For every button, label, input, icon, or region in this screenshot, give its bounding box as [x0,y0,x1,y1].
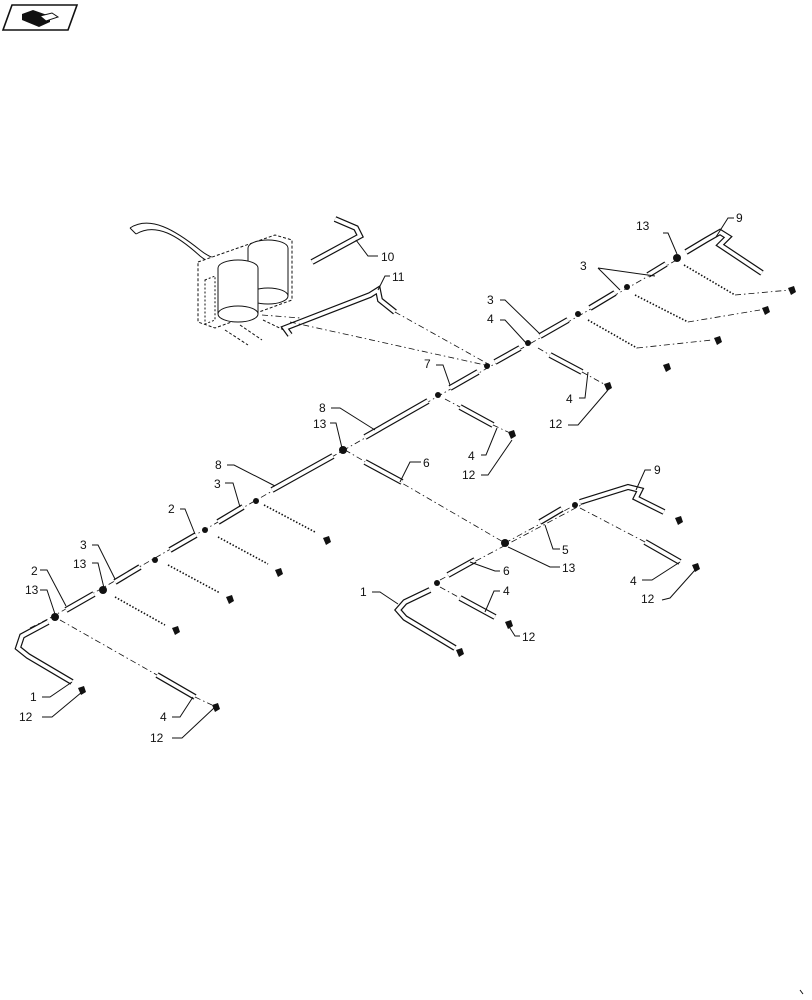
callout-6: 6 [423,456,430,470]
tube-10 [310,216,364,265]
tube-5 [538,506,564,525]
callout-9: 9 [736,211,743,225]
dotted-drop-hoses [114,264,791,626]
callout-13: 13 [73,557,87,571]
tube-11 [280,285,397,337]
callout-12: 12 [522,630,536,644]
callout-3: 3 [214,477,221,491]
tube-9-upper [684,228,764,276]
callout-12: 12 [641,592,655,606]
callout-12: 12 [462,468,476,482]
callout-13: 13 [313,417,327,431]
side-tubes [59,347,682,706]
callout-1: 1 [360,585,367,599]
callout-4: 4 [566,392,573,406]
callout-13: 13 [25,583,39,597]
callout-2: 2 [31,564,38,578]
callout-3: 3 [487,293,494,307]
callout-13: 13 [636,219,650,233]
callout-9: 9 [654,463,661,477]
callout-10: 10 [381,250,395,264]
callout-6: 6 [503,564,510,578]
callout-13: 13 [562,561,576,575]
callout-12: 12 [150,731,164,745]
tube-1-left [14,619,74,685]
callout-5: 5 [562,543,569,557]
callout-12: 12 [19,710,33,724]
callout-4: 4 [160,710,167,724]
callout-7: 7 [424,357,431,371]
tube-9-lower [579,483,666,515]
callout-3: 3 [580,259,587,273]
callout-12: 12 [549,417,563,431]
callout-4: 4 [487,312,494,326]
leader-lines [40,217,734,739]
callout-labels: 10 11 13 9 3 3 4 7 4 12 8 13 4 12 6 8 3 … [19,211,743,745]
page-navigation-icon[interactable] [1,4,79,31]
main-line-tubes [64,261,668,613]
callout-8: 8 [215,458,222,472]
callout-4: 4 [630,574,637,588]
nozzle-caps [78,286,796,712]
callout-2: 2 [168,502,175,516]
callout-8: 8 [319,401,326,415]
corner-mark [799,989,804,995]
callout-3: 3 [80,538,87,552]
callout-1: 1 [30,690,37,704]
callout-11: 11 [392,270,405,284]
main-line-fittings [51,254,681,621]
callout-4: 4 [503,584,510,598]
tube-1-center [394,587,457,651]
callout-4: 4 [468,449,475,463]
air-tank-assembly [129,222,301,346]
